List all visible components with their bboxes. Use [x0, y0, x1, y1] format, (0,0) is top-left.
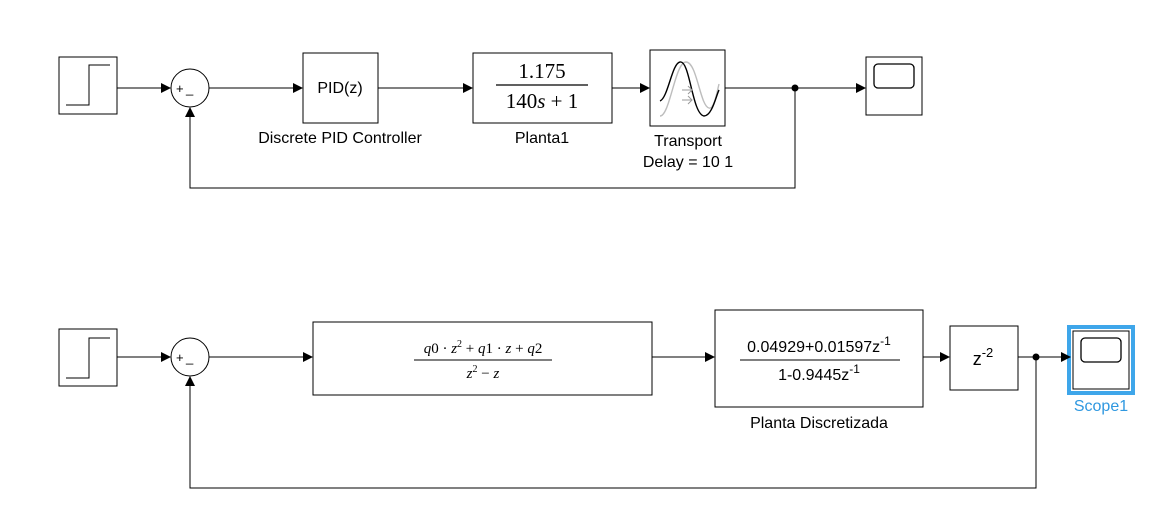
- branch-point: [791, 84, 799, 92]
- feedback-line[interactable]: [185, 357, 1037, 489]
- plant1-name: Planta1: [515, 130, 569, 147]
- branch-point: [1032, 353, 1040, 361]
- scope1-name: Scope1: [1074, 398, 1128, 415]
- sum-block-top[interactable]: + _: [170, 68, 210, 108]
- step-block-top[interactable]: [58, 56, 118, 115]
- transport-delay-icon: [659, 61, 720, 117]
- integer-delay-text: z-2: [973, 345, 994, 369]
- controller-denominator: z2 − z: [466, 364, 500, 382]
- discretized-plant-name: Planta Discretizada: [750, 415, 888, 432]
- step-block-bottom[interactable]: [58, 328, 118, 387]
- pid-controller-block[interactable]: PID(z): [302, 52, 379, 124]
- sum-plus-sign: +: [176, 81, 184, 96]
- transport-delay-name-line2: Delay = 10 1: [643, 154, 733, 171]
- discretized-plant-numerator: 0.04929+0.01597z-1: [747, 334, 891, 356]
- controller-numerator: q0 · z2 + q1 · z + q2: [424, 339, 543, 357]
- feedback-line[interactable]: [185, 88, 796, 189]
- scope1-block[interactable]: [1067, 325, 1135, 395]
- transport-delay-name-line1: Transport: [654, 133, 722, 150]
- plant1-numerator: 1.175: [518, 59, 565, 83]
- pid-block-name: Discrete PID Controller: [258, 130, 422, 147]
- scope-block-top[interactable]: [865, 56, 923, 116]
- bottom-diagram: + _ q0 · z2 + q1 · z + q2 z2 − z 0.04929…: [58, 309, 1135, 489]
- scope-icon: [873, 63, 915, 89]
- discrete-controller-block[interactable]: q0 · z2 + q1 · z + q2 z2 − z: [312, 321, 653, 396]
- discretized-plant-denominator: 1-0.9445z-1: [778, 362, 860, 384]
- sum-minus-sign: _: [185, 81, 194, 96]
- plant1-denominator: 140s + 1: [506, 89, 579, 113]
- transport-delay-block[interactable]: [649, 49, 726, 127]
- integer-delay-block[interactable]: z-2: [949, 325, 1019, 391]
- top-diagram: + _ PID(z) Discrete PID Controller 1.175…: [58, 49, 923, 189]
- step-icon: [66, 64, 110, 106]
- step-icon: [66, 337, 110, 379]
- scope-icon: [1080, 337, 1122, 363]
- sum-minus-sign: _: [185, 350, 194, 365]
- sum-block-bottom[interactable]: + _: [170, 337, 210, 377]
- plant1-transfer-fcn-block[interactable]: 1.175 140s + 1: [472, 52, 613, 124]
- pid-block-text: PID(z): [317, 80, 362, 97]
- discretized-plant-block[interactable]: 0.04929+0.01597z-1 1-0.9445z-1: [714, 309, 924, 408]
- sum-plus-sign: +: [176, 350, 184, 365]
